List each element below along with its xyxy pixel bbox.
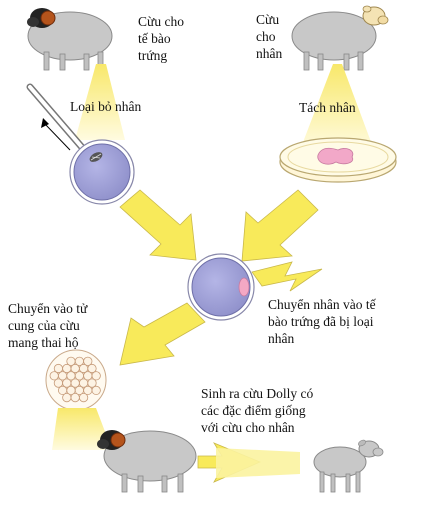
morula-cell <box>87 378 97 388</box>
morula-cell <box>91 371 101 381</box>
implant-line-2: cung của cừu <box>8 318 80 333</box>
extracted-nucleus <box>317 147 354 165</box>
birth-line-1: Sinh ra cừu Dolly có <box>201 386 314 401</box>
removal-arrow <box>41 118 71 151</box>
birth-beam <box>216 448 300 478</box>
arrow-to-fusion-left <box>119 189 197 261</box>
fused-egg-cell <box>187 253 255 321</box>
surrogate-beam <box>52 408 112 450</box>
egg-donor-line-1: Cừu cho <box>138 14 184 29</box>
egg-donor-line-3: trứng <box>138 48 168 63</box>
implant-line-3: mang thai hộ <box>8 335 79 350</box>
egg-cell-enucleation <box>69 139 135 205</box>
arrow-to-fusion-right <box>241 189 319 262</box>
transfer-nucleus-line-2: bào trứng đã bị loại <box>268 314 374 329</box>
surrogate-sheep <box>97 430 197 493</box>
petri-dish <box>279 137 397 183</box>
transfer-nucleus-label: Chuyển nhân vào tế bào trứng đã bị loại … <box>268 296 376 347</box>
electric-pulse-icon <box>251 261 323 292</box>
pipette <box>26 83 90 156</box>
egg-donor-sheep <box>27 8 113 71</box>
egg-donor-label: Cừu cho tế bào trứng <box>138 13 184 64</box>
remove-nucleus-label: Loại bỏ nhân <box>70 99 142 114</box>
nucleus-donor-sheep <box>291 5 389 71</box>
nucleus-donor-line-1: Cừu <box>256 12 280 27</box>
nucleus-donor-line-3: nhân <box>256 46 283 61</box>
morula-cell <box>62 392 72 403</box>
nucleus-donor-label: Cừu cho nhân <box>256 11 282 62</box>
implant-label: Chuyển vào tử cung của cừu mang thai hộ <box>8 300 87 351</box>
morula-cell <box>83 356 93 366</box>
implant-line-1: Chuyển vào tử <box>8 301 88 316</box>
morula-cell <box>87 363 97 374</box>
dolly-lamb <box>313 439 384 493</box>
arrow-to-surrogate <box>119 302 206 366</box>
egg-donor-beam <box>75 64 125 140</box>
extract-nucleus-label: Tách nhân <box>299 100 356 115</box>
egg-donor-line-2: tế bào <box>138 31 171 46</box>
transfer-nucleus-line-3: nhân <box>268 331 295 346</box>
nucleus-donor-beam <box>300 64 374 150</box>
birth-line-2: các đặc điểm giống <box>201 403 306 418</box>
transfer-nucleus-line-1: Chuyển nhân vào tế <box>268 297 376 312</box>
nucleus-donor-line-2: cho <box>256 29 276 44</box>
morula-cell <box>91 385 101 395</box>
birth-label: Sinh ra cừu Dolly có các đặc điểm giống … <box>201 385 313 436</box>
morula-cell <box>79 392 89 403</box>
morula-cell <box>70 392 80 403</box>
birth-line-3: với cừu cho nhân <box>201 420 295 435</box>
embryo-morula <box>45 349 107 411</box>
